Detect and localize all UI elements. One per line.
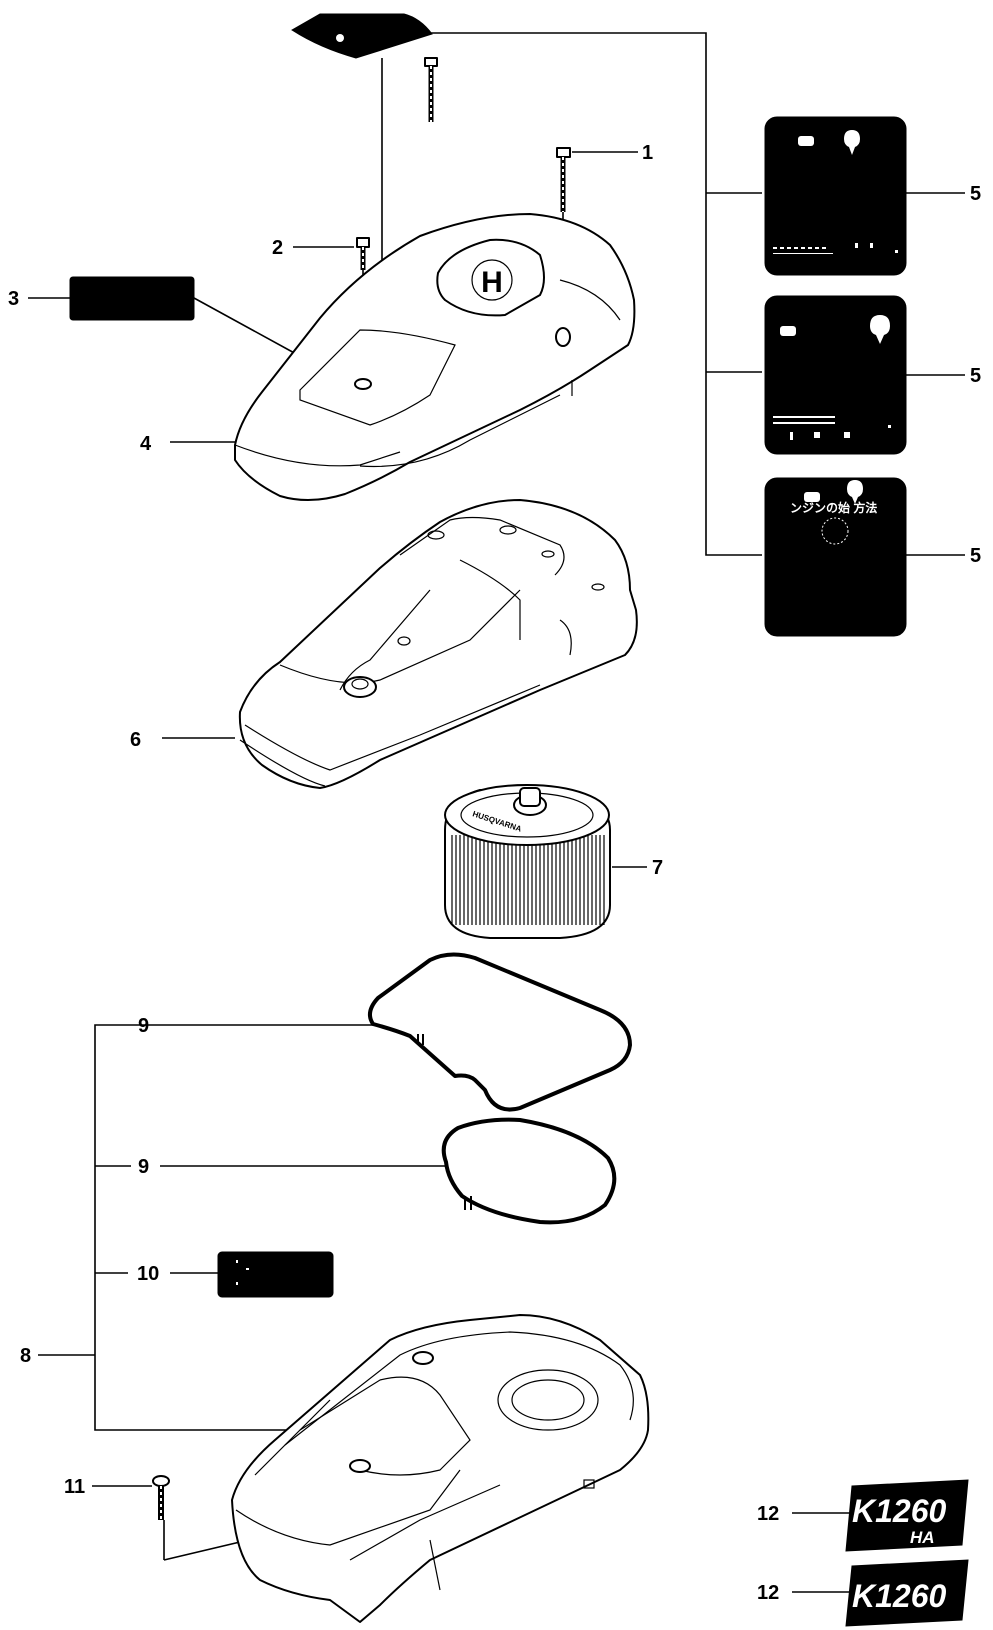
- callout-12-b: 12: [757, 1582, 779, 1604]
- model-decal-ha-suffix: HA: [910, 1528, 935, 1547]
- model-decal-ha-text: K1260: [852, 1493, 947, 1529]
- callout-labels: 1 2 3 4 5 5 5 6 7 8 9 9 10 11 12 12: [8, 142, 981, 1604]
- callout-5-b: 5: [970, 365, 981, 387]
- callout-9-a: 9: [138, 1015, 149, 1037]
- label-part-10: [217, 1251, 334, 1298]
- label-part-3: [69, 276, 195, 321]
- screw-long: [424, 57, 438, 122]
- callout-5-a: 5: [970, 183, 981, 205]
- callout-8: 8: [20, 1345, 31, 1367]
- svg-text:H: H: [481, 266, 503, 299]
- callout-1: 1: [642, 142, 653, 164]
- filter-base-part-8: [231, 1314, 650, 1623]
- gasket-part-9-b: [441, 1117, 617, 1225]
- callout-11: 11: [64, 1476, 85, 1498]
- callout-2: 2: [272, 237, 283, 259]
- inner-cover-part-6: [238, 499, 638, 789]
- callout-9-b: 9: [138, 1156, 149, 1178]
- top-cover-part-4: H: [234, 213, 636, 502]
- callout-6: 6: [130, 729, 141, 751]
- model-decal-plain-text: K1260: [852, 1578, 947, 1614]
- screw-part-11: [152, 1475, 170, 1560]
- gasket-part-9-a: [367, 952, 632, 1112]
- model-decal-k1260-ha: K1260 HA: [845, 1479, 969, 1552]
- decal-part-5-a: [764, 116, 907, 276]
- callout-10: 10: [137, 1263, 159, 1285]
- model-decal-k1260: K1260: [845, 1559, 969, 1627]
- decal-japanese-text: ンジンの始 方法: [790, 500, 877, 515]
- decal-part-5-c: ンジンの始 方法: [764, 477, 907, 637]
- callout-5-c: 5: [970, 545, 981, 567]
- callout-12-a: 12: [757, 1503, 779, 1525]
- air-filter-part-7: HUSQVARNA: [444, 784, 611, 939]
- top-decal: [291, 13, 433, 59]
- callout-3: 3: [8, 288, 19, 310]
- callout-4: 4: [140, 433, 152, 455]
- decal-part-5-b: [764, 295, 907, 455]
- callout-7: 7: [652, 857, 663, 879]
